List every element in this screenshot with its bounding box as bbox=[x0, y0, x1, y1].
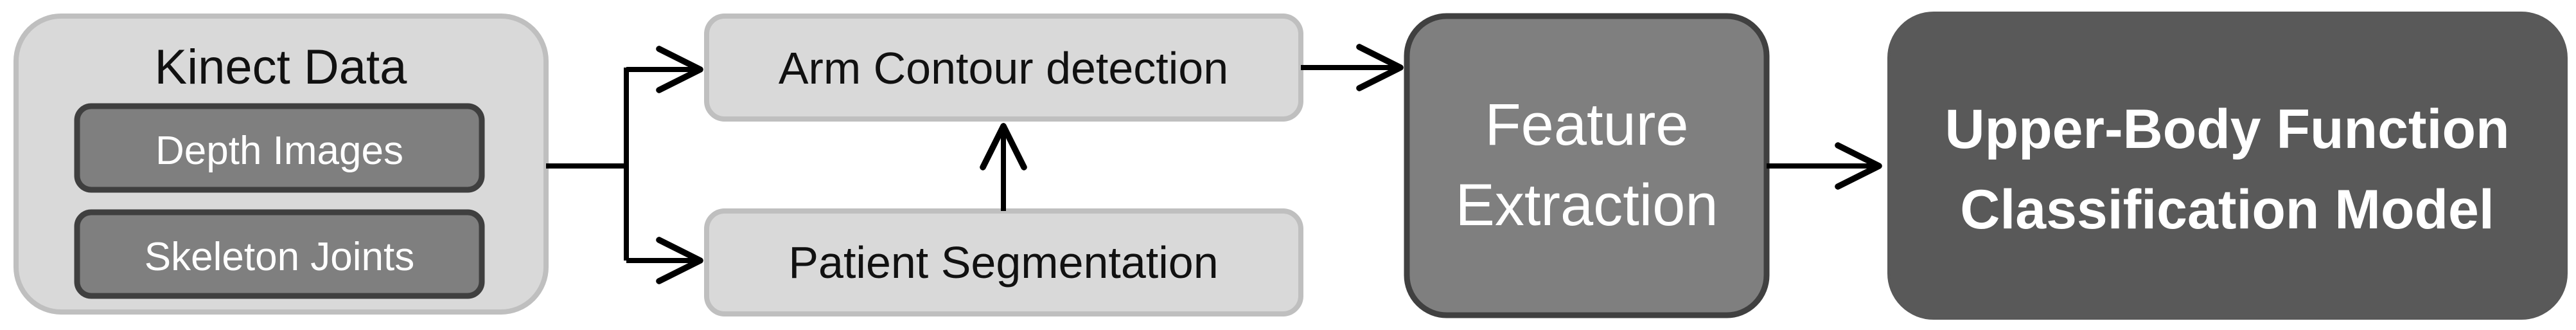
feature-extraction-line2: Extraction bbox=[1455, 172, 1718, 238]
patient-segmentation-box: Patient Segmentation bbox=[704, 208, 1303, 316]
patient-segmentation-label: Patient Segmentation bbox=[788, 237, 1218, 288]
arm-contour-box: Arm Contour detection bbox=[704, 14, 1303, 122]
depth-images-box: Depth Images bbox=[74, 103, 485, 193]
kinect-data-box: Kinect Data Depth Images Skeleton Joints bbox=[13, 14, 549, 315]
classification-line2: Classification Model bbox=[1960, 179, 2494, 241]
feature-extraction-box: Feature Extraction bbox=[1404, 13, 1770, 318]
feature-extraction-line1: Feature bbox=[1485, 92, 1688, 158]
skeleton-joints-box: Skeleton Joints bbox=[74, 209, 485, 299]
classification-line1: Upper-Body Function bbox=[1945, 98, 2509, 160]
skeleton-joints-label: Skeleton Joints bbox=[145, 235, 414, 279]
classification-model-box: Upper-Body Function Classification Model bbox=[1887, 12, 2568, 320]
kinect-branch-connector bbox=[546, 46, 703, 284]
kinect-data-title: Kinect Data bbox=[155, 40, 408, 95]
depth-images-label: Depth Images bbox=[155, 129, 403, 173]
arm-contour-label: Arm Contour detection bbox=[779, 43, 1228, 93]
